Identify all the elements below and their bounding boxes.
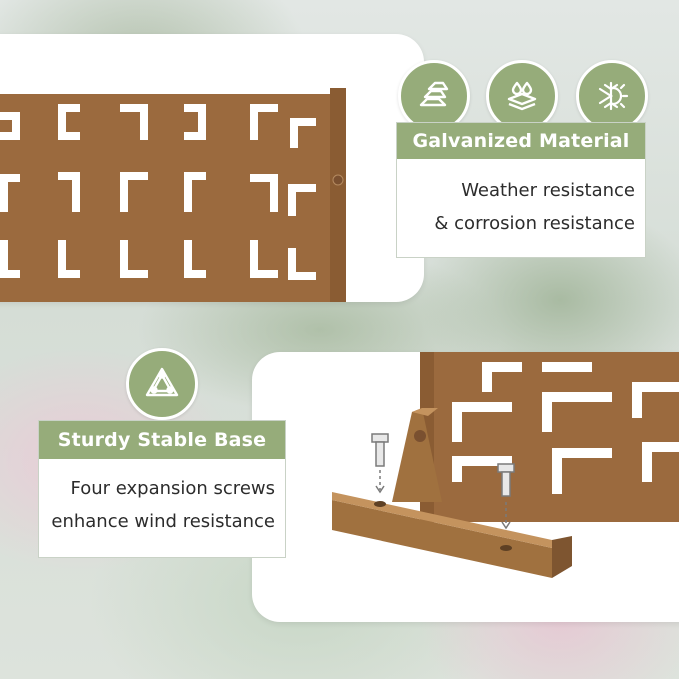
sturdy-stable-base-feature: Sturdy Stable Base Four expansion screws… (38, 420, 286, 558)
feature-line: & corrosion resistance (434, 213, 635, 234)
fence-panel-card (0, 34, 424, 302)
feature-line: enhance wind resistance (51, 511, 275, 532)
galvanized-material-feature: Galvanized Material Weather resistance &… (396, 122, 646, 258)
feature-description: Weather resistance & corrosion resistanc… (397, 159, 645, 240)
layers-water-icon (486, 60, 558, 132)
base-bracket-image (332, 352, 679, 578)
expansion-screw-left-icon (371, 433, 389, 494)
weather-snow-sun-icon (576, 60, 648, 132)
feature-title: Galvanized Material (397, 123, 645, 159)
feature-title: Sturdy Stable Base (39, 421, 285, 459)
base-bracket-card (252, 352, 679, 622)
triangle-stability-icon (126, 348, 198, 420)
fence-panel-image (0, 88, 346, 302)
metal-ingots-icon (398, 60, 470, 132)
feature-line: Four expansion screws (70, 478, 275, 499)
feature-line: Weather resistance (461, 180, 635, 201)
expansion-screw-right-icon (497, 463, 515, 530)
feature-description: Four expansion screws enhance wind resis… (39, 459, 285, 538)
